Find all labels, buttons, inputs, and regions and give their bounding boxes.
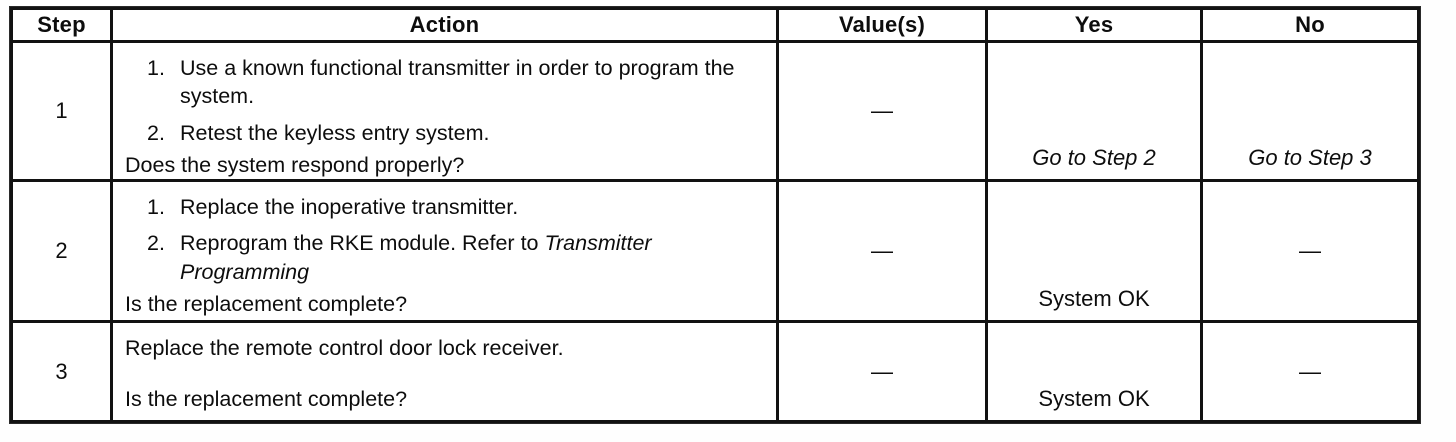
yes-cell: System OK: [988, 182, 1200, 320]
value-cell: —: [779, 182, 985, 320]
action-question: Is the replacement complete?: [125, 386, 408, 411]
action-item: 1. Replace the inoperative transmitter.: [125, 193, 762, 221]
list-marker: 2.: [147, 231, 165, 256]
yes-cell: System OK: [988, 323, 1200, 420]
step-number: 3: [13, 323, 110, 420]
action-cell: 1. Use a known functional transmitter in…: [113, 43, 776, 179]
action-cell: 1. Replace the inoperative transmitter. …: [113, 182, 776, 320]
step-number: 2: [13, 182, 110, 320]
action-item: 2. Retest the keyless entry system.: [125, 119, 762, 147]
action-cell: Replace the remote control door lock rec…: [113, 323, 776, 420]
diagnostic-table: Step Action Value(s) Yes No 1 1. Use a k…: [10, 7, 1420, 423]
column-header-no: No: [1203, 10, 1417, 40]
action-list: 1. Replace the inoperative transmitter. …: [125, 193, 762, 286]
column-header-yes: Yes: [988, 10, 1200, 40]
yes-cell: Go to Step 2: [988, 43, 1200, 179]
action-item-text: Reprogram the RKE module. Refer to Trans…: [180, 229, 758, 286]
column-header-step: Step: [13, 10, 110, 40]
referenced-procedure-title: Transmitter Programming: [180, 231, 652, 284]
column-header-values: Value(s): [779, 10, 985, 40]
no-cell: —: [1203, 182, 1417, 320]
action-statement: Replace the remote control door lock rec…: [125, 336, 564, 360]
no-cell: Go to Step 3: [1203, 43, 1417, 179]
action-question: Is the replacement complete?: [125, 292, 408, 317]
action-item-text: Retest the keyless entry system.: [180, 120, 490, 145]
action-item: 2. Reprogram the RKE module. Refer to Tr…: [125, 229, 762, 286]
action-question: Does the system respond properly?: [125, 153, 465, 178]
value-cell: —: [779, 323, 985, 420]
list-marker: 2.: [147, 120, 165, 145]
list-marker: 1.: [147, 56, 165, 80]
action-list: 1. Use a known functional transmitter in…: [125, 54, 762, 147]
action-item: 1. Use a known functional transmitter in…: [125, 54, 762, 111]
list-marker: 1.: [147, 195, 165, 219]
action-item-text: Use a known functional transmitter in or…: [180, 56, 735, 109]
no-cell: —: [1203, 323, 1417, 420]
value-cell: —: [779, 43, 985, 179]
action-item-text: Replace the inoperative transmitter.: [180, 195, 519, 219]
action-item-text-plain: Reprogram the RKE module. Refer to: [180, 231, 545, 256]
step-number: 1: [13, 43, 110, 179]
column-header-action: Action: [113, 10, 776, 40]
